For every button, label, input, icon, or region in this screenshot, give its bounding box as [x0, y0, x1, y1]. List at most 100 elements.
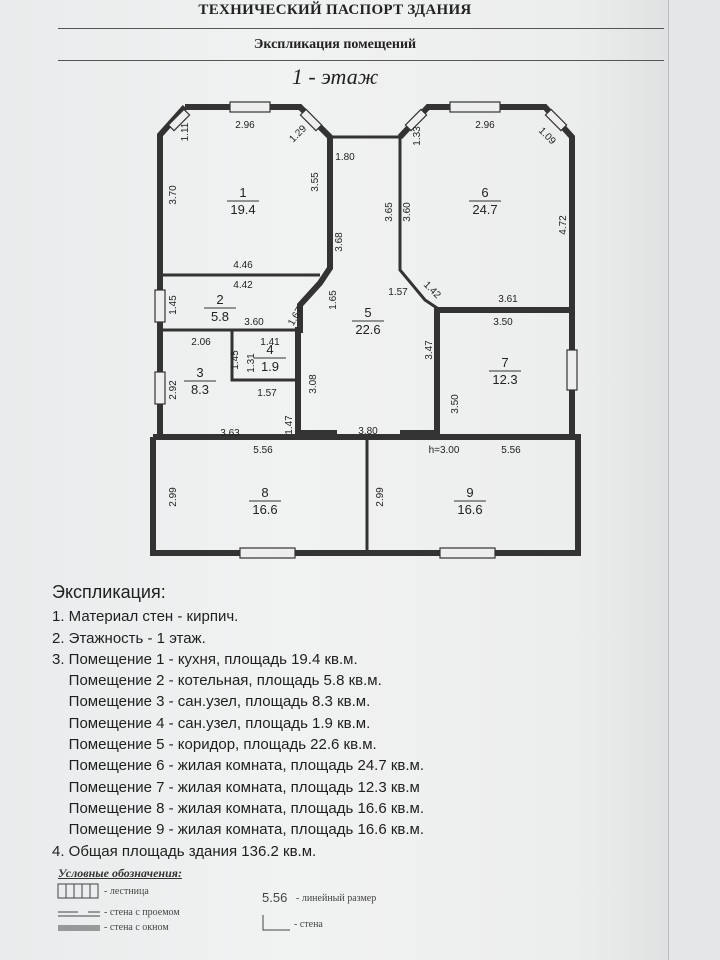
explication-block: Экспликация: 1. Материал стен - кирпич. 2…	[52, 582, 652, 862]
ceiling-height-label: h=3.00	[429, 445, 460, 456]
room-area: 1.9	[261, 359, 279, 374]
window-left	[154, 289, 166, 323]
dimension-label: 4.72	[558, 215, 569, 235]
floor-title: 1 - этаж	[291, 64, 379, 89]
window-top-left	[229, 101, 271, 113]
dimension-label: 2.99	[375, 487, 386, 507]
legend-wall: - стена	[294, 919, 323, 930]
dimension-label: 1.29	[287, 123, 309, 145]
dimension-label: 3.68	[334, 232, 345, 252]
outer-wall-main	[157, 105, 303, 440]
window-bottom-right	[439, 547, 496, 559]
room-area: 8.3	[191, 382, 209, 397]
room-number: 7	[501, 355, 508, 370]
dimension-label: 3.63	[220, 428, 240, 439]
explication-line: 2. Этажность - 1 этаж.	[52, 629, 206, 647]
explication-heading: Экспликация:	[52, 582, 166, 602]
room4-walls	[230, 330, 298, 382]
room-number: 5	[364, 305, 371, 320]
explication-line: Помещение 2 - котельная, площадь 5.8 кв.…	[52, 672, 382, 690]
room-number: 9	[466, 485, 473, 500]
dimension-label: 2.99	[168, 487, 179, 507]
room-number: 2	[216, 292, 223, 307]
explication-line: Помещение 4 - сан.узел, площадь 1.9 кв.м…	[52, 714, 371, 732]
dimension-label: 2.96	[235, 120, 255, 131]
dimension-label: 1.80	[335, 152, 355, 163]
outer-wall-bottom	[150, 434, 581, 556]
room-area: 16.6	[252, 502, 277, 517]
dimension-label: 3.55	[310, 172, 321, 192]
dimension-label: 3.50	[493, 317, 513, 328]
dimension-label: 5.56	[501, 445, 521, 456]
dimension-label: 1.11	[180, 122, 191, 141]
section-rule	[58, 60, 664, 61]
legend-dim-sample: 5.56	[262, 890, 288, 905]
explication-line: Помещение 5 - коридор, площадь 22.6 кв.м…	[52, 736, 377, 754]
legend-stairs: - лестница	[104, 886, 149, 897]
explication-line: 1. Материал стен - кирпич.	[52, 608, 239, 626]
room-area: 16.6	[457, 502, 482, 517]
title-rule	[58, 28, 664, 29]
legend-wall-opening: - стена с проемом	[104, 907, 180, 918]
dimension-label: 4.42	[233, 280, 253, 291]
room-number: 6	[481, 185, 488, 200]
dimension-label: 2.06	[191, 337, 211, 348]
explication-line: Помещение 6 - жилая комната, площадь 24.…	[52, 757, 425, 775]
room-area: 24.7	[472, 202, 497, 217]
explication-line: 4. Общая площадь здания 136.2 кв.м.	[52, 842, 317, 860]
dimension-label: 1.45	[168, 295, 179, 315]
dimension-label: 2.96	[475, 120, 495, 131]
room-number: 8	[261, 485, 268, 500]
explication-line: Помещение 7 - жилая комната, площадь 12.…	[52, 778, 420, 796]
dimension-label: 3.47	[424, 340, 435, 360]
dimension-label: 3.80	[358, 426, 378, 437]
dimension-label: 1.57	[388, 287, 408, 298]
dimension-label: 3.08	[308, 374, 319, 394]
room6-inner-wall	[398, 137, 441, 312]
dimension-label: 3.60	[402, 202, 413, 222]
window-corner-1	[167, 108, 191, 132]
dimension-label: 1.45	[230, 350, 241, 370]
window-right	[566, 349, 578, 391]
dimension-label: 3.70	[168, 185, 179, 205]
dimension-label: 1.41	[260, 337, 280, 348]
legend-dim-label: - линейный размер	[296, 893, 377, 904]
window-top-right	[449, 101, 501, 113]
room-number: 1	[239, 185, 246, 200]
dimension-label: 3.50	[450, 394, 461, 414]
adjacent-page-edge	[668, 0, 720, 960]
explication-line: Помещение 8 - жилая комната, площадь 16.…	[52, 799, 425, 817]
dimension-label: 1.09	[536, 125, 558, 147]
explication-line: 3. Помещение 1 - кухня, площадь 19.4 кв.…	[52, 650, 358, 668]
document-title: ТЕХНИЧЕСКИЙ ПАСПОРТ ЗДАНИЯ	[198, 2, 472, 18]
dimension-label: 2.92	[168, 380, 179, 400]
dimension-label: 5.56	[253, 445, 273, 456]
window-corner-4	[544, 108, 568, 132]
dimension-label: 1.57	[257, 388, 277, 399]
legend-title: Условные обозначения:	[58, 866, 182, 880]
dimension-label: 1.47	[284, 415, 295, 435]
window-bottom-left	[239, 547, 296, 559]
dimension-label: 4.46	[233, 260, 253, 271]
window-corner-2	[299, 108, 323, 132]
room-area: 12.3	[492, 372, 517, 387]
dimension-label: 3.61	[498, 294, 518, 305]
dimension-label: 1.65	[328, 290, 339, 310]
explication-line: Помещение 3 - сан.узел, площадь 8.3 кв.м…	[52, 693, 371, 711]
section-title: Экспликация помещений	[253, 37, 417, 52]
room-number: 4	[266, 342, 273, 357]
room-area: 22.6	[355, 322, 380, 337]
dimension-label: 3.65	[384, 202, 395, 222]
dimension-label: 1.31	[246, 353, 257, 373]
room-number: 3	[196, 365, 203, 380]
room-area: 19.4	[230, 202, 255, 217]
dimension-label: 1.33	[412, 126, 423, 146]
dimension-label: 3.60	[244, 317, 264, 328]
outer-wall-left-wing	[185, 104, 575, 437]
explication-line: Помещение 9 - жилая комната, площадь 16.…	[52, 821, 425, 839]
explication-lines: 1. Материал стен - кирпич. 2. Этажность -…	[52, 606, 652, 862]
room-area: 5.8	[211, 309, 229, 324]
legend-wall-window: - стена с окном	[104, 922, 169, 933]
window-left-2	[154, 371, 166, 405]
